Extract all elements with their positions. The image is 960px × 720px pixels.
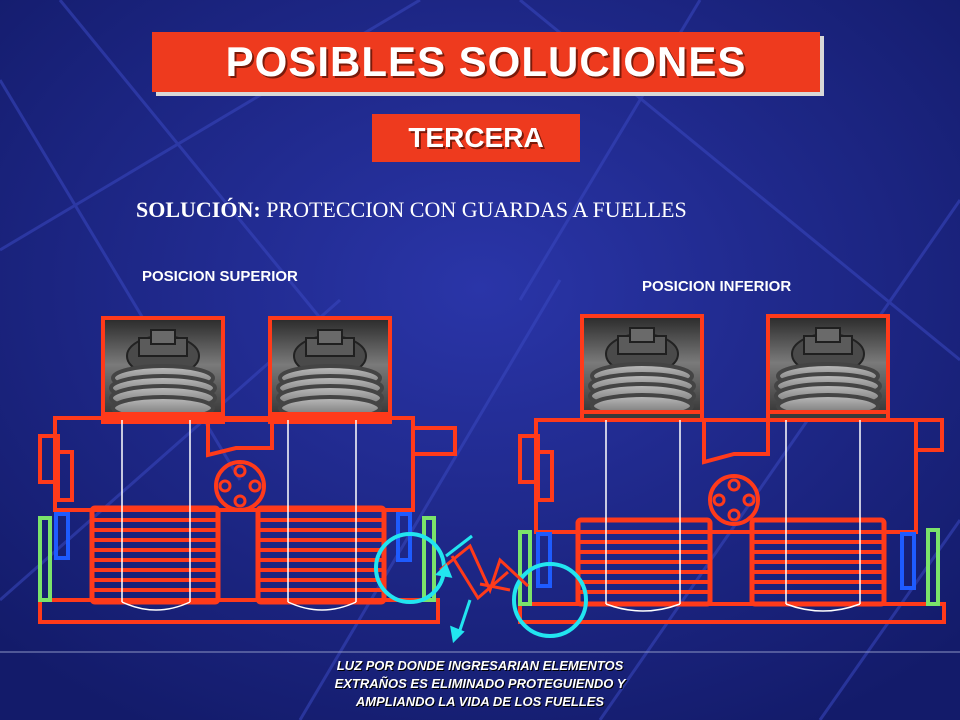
left-center-post <box>216 508 260 602</box>
right-bellows-photo-2 <box>766 314 890 422</box>
right-side-bracket-2 <box>536 450 554 502</box>
left-port-holes <box>218 464 262 508</box>
right-notch <box>702 418 770 465</box>
caption: LUZ POR DONDE INGRESARIAN ELEMENTOS EXTR… <box>270 657 690 711</box>
subtitle-banner: TERCERA <box>372 114 580 162</box>
right-port <box>708 474 760 526</box>
page-title: POSIBLES SOLUCIONES <box>225 38 747 85</box>
pointer-arrows <box>434 534 530 644</box>
left-position-label: POSICION SUPERIOR <box>142 268 298 285</box>
left-side-bracket-2 <box>56 450 74 502</box>
solution-label: SOLUCIÓN: <box>136 197 261 222</box>
left-bellows-stack-2 <box>255 505 387 605</box>
right-gap-circle <box>512 562 588 638</box>
left-notch <box>206 418 274 458</box>
right-bellows-stack-1 <box>575 517 713 607</box>
right-bellows-photo-1 <box>580 314 704 422</box>
left-port <box>214 460 266 512</box>
caption-line-2: EXTRAÑOS ES ELIMINADO PROTEGUIENDO Y <box>334 676 626 691</box>
left-bellows-photo-1 <box>101 316 225 424</box>
right-position-label: POSICION INFERIOR <box>642 278 792 295</box>
right-side-bracket-3 <box>914 418 944 452</box>
right-port-holes <box>712 478 756 522</box>
left-side-bracket-3 <box>411 426 457 456</box>
left-guides <box>38 512 436 602</box>
right-assembly <box>518 314 946 624</box>
page-subtitle: TERCERA <box>408 122 544 153</box>
solution-text: PROTECCION CON GUARDAS A FUELLES <box>266 197 687 222</box>
right-cylinders <box>605 420 861 612</box>
left-bellows-photo-2 <box>268 316 392 424</box>
solution-line: SOLUCIÓN: PROTECCION CON GUARDAS A FUELL… <box>136 197 687 223</box>
left-cylinders <box>121 420 357 611</box>
right-bellows-stack-2 <box>749 517 887 607</box>
left-bellows-stack-1 <box>89 505 221 605</box>
title-banner: POSIBLES SOLUCIONES <box>152 32 820 92</box>
right-center-post <box>708 530 754 606</box>
left-assembly <box>38 316 457 624</box>
caption-line-1: LUZ POR DONDE INGRESARIAN ELEMENTOS <box>336 658 624 673</box>
caption-line-3: AMPLIANDO LA VIDA DE LOS FUELLES <box>355 694 605 709</box>
right-guides <box>518 528 940 606</box>
